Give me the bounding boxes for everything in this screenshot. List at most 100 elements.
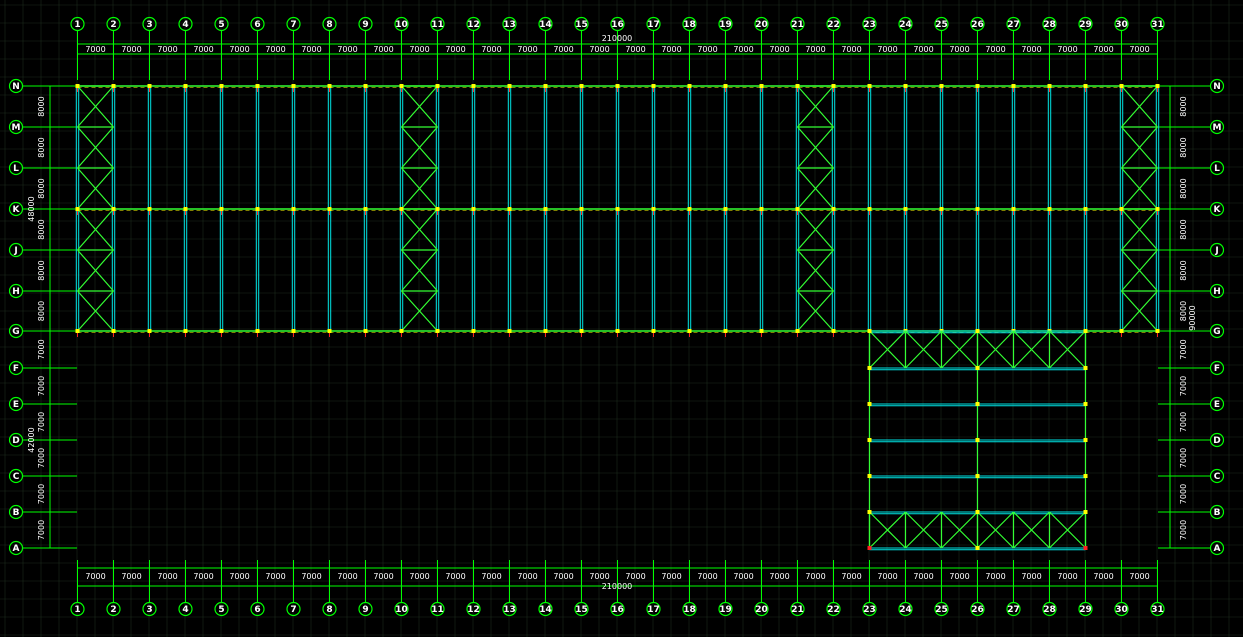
axis-label-11: 11 — [431, 605, 444, 615]
axis-label-19: 19 — [719, 605, 732, 615]
node — [399, 207, 404, 211]
x-brace — [1121, 85, 1158, 128]
node — [543, 84, 548, 88]
axis-bubble-27 — [1006, 601, 1021, 617]
row-label-K: K — [13, 205, 21, 215]
annex-base-mark — [1083, 546, 1088, 550]
row-bubble-J — [1209, 242, 1225, 258]
bay-dimension: 7000 — [481, 45, 501, 54]
axis-label-4: 4 — [182, 605, 188, 615]
node — [1155, 207, 1160, 211]
axis-label-29: 29 — [1079, 20, 1092, 30]
axis-bubble-18 — [682, 601, 697, 617]
row-bubble-A — [1209, 540, 1225, 556]
annex-node — [975, 474, 980, 478]
x-brace — [401, 290, 438, 332]
x-brace — [797, 167, 834, 210]
bay-dimension: 7000 — [157, 45, 177, 54]
bay-dimension: 7000 — [1093, 572, 1113, 581]
node — [435, 329, 440, 333]
node — [255, 207, 260, 211]
x-brace — [77, 249, 114, 292]
row-bubble-G — [1209, 323, 1225, 339]
axis-label-12: 12 — [467, 20, 480, 30]
bay-dimension: 7000 — [553, 572, 573, 581]
axis-bubble-20 — [754, 601, 769, 617]
bay-dimension: 7000 — [85, 572, 105, 581]
x-brace — [797, 290, 834, 332]
axis-bubble-5 — [214, 601, 229, 617]
row-label-C: C — [1214, 472, 1221, 482]
node — [471, 84, 476, 88]
node — [1047, 84, 1052, 88]
row-bubble-N — [1209, 78, 1225, 94]
row-label-M: M — [12, 123, 21, 133]
axis-label-27: 27 — [1007, 20, 1020, 30]
bay-dimension: 7000 — [1057, 45, 1077, 54]
axis-bubble-28 — [1042, 601, 1057, 617]
row-label-J: J — [1214, 246, 1218, 256]
axis-label-22: 22 — [827, 605, 840, 615]
axis-bubble-4 — [178, 601, 193, 617]
node — [831, 207, 836, 211]
bay-dimension: 7000 — [697, 572, 717, 581]
annex-node — [1083, 510, 1088, 514]
node — [651, 84, 656, 88]
bay-dimension: 7000 — [301, 572, 321, 581]
bay-dimension: 7000 — [949, 572, 969, 581]
axis-bubble-10 — [394, 16, 409, 32]
node — [1119, 84, 1124, 88]
axis-label-5: 5 — [218, 605, 224, 615]
axis-bubble-25 — [934, 601, 949, 617]
row-label-A: A — [1214, 544, 1221, 554]
right-dim-upper: 8000 — [1179, 219, 1188, 239]
node — [435, 207, 440, 211]
node — [1155, 329, 1160, 333]
axis-label-24: 24 — [899, 605, 912, 615]
axis-label-22: 22 — [827, 20, 840, 30]
upper-block-structure — [75, 84, 1160, 337]
node — [219, 207, 224, 211]
axis-label-4: 4 — [182, 20, 188, 30]
axis-label-9: 9 — [362, 20, 368, 30]
axis-bubble-23 — [862, 601, 877, 617]
node — [939, 84, 944, 88]
axis-label-30: 30 — [1115, 605, 1128, 615]
bay-dimension: 7000 — [445, 45, 465, 54]
node — [1119, 207, 1124, 211]
node — [723, 207, 728, 211]
axis-bubble-30 — [1114, 601, 1129, 617]
bay-dimension: 7000 — [229, 45, 249, 54]
axis-bubble-10 — [394, 601, 409, 617]
vertical-dimensions: 8000800080008000800080007000700070007000… — [27, 86, 1197, 548]
axis-bubble-31 — [1150, 601, 1165, 617]
node — [399, 329, 404, 333]
row-bubble-F — [8, 360, 24, 376]
axis-bubble-23 — [862, 16, 877, 32]
node — [75, 84, 80, 88]
left-dim-lower: 7000 — [37, 484, 46, 504]
row-bubble-C — [1209, 468, 1225, 484]
x-brace — [401, 126, 438, 169]
bay-dimension: 7000 — [229, 572, 249, 581]
right-dim-upper: 8000 — [1179, 260, 1188, 280]
axis-label-28: 28 — [1043, 20, 1056, 30]
row-label-D: D — [12, 436, 19, 446]
bay-dimension: 7000 — [589, 45, 609, 54]
axis-bubble-21 — [790, 16, 805, 32]
right-dim-lower: 7000 — [1179, 412, 1188, 432]
axis-label-26: 26 — [971, 605, 984, 615]
axis-label-27: 27 — [1007, 605, 1020, 615]
axis-bubble-7 — [286, 601, 301, 617]
row-bubble-B — [1209, 504, 1225, 520]
node — [1083, 207, 1088, 211]
bay-dimension: 7000 — [661, 572, 681, 581]
axis-bubble-17 — [646, 16, 661, 32]
node — [1011, 84, 1016, 88]
row-bubble-C — [8, 468, 24, 484]
row-label-F: F — [13, 364, 19, 374]
annex-node — [1083, 402, 1088, 406]
x-brace — [797, 126, 834, 169]
x-brace — [1121, 249, 1158, 292]
